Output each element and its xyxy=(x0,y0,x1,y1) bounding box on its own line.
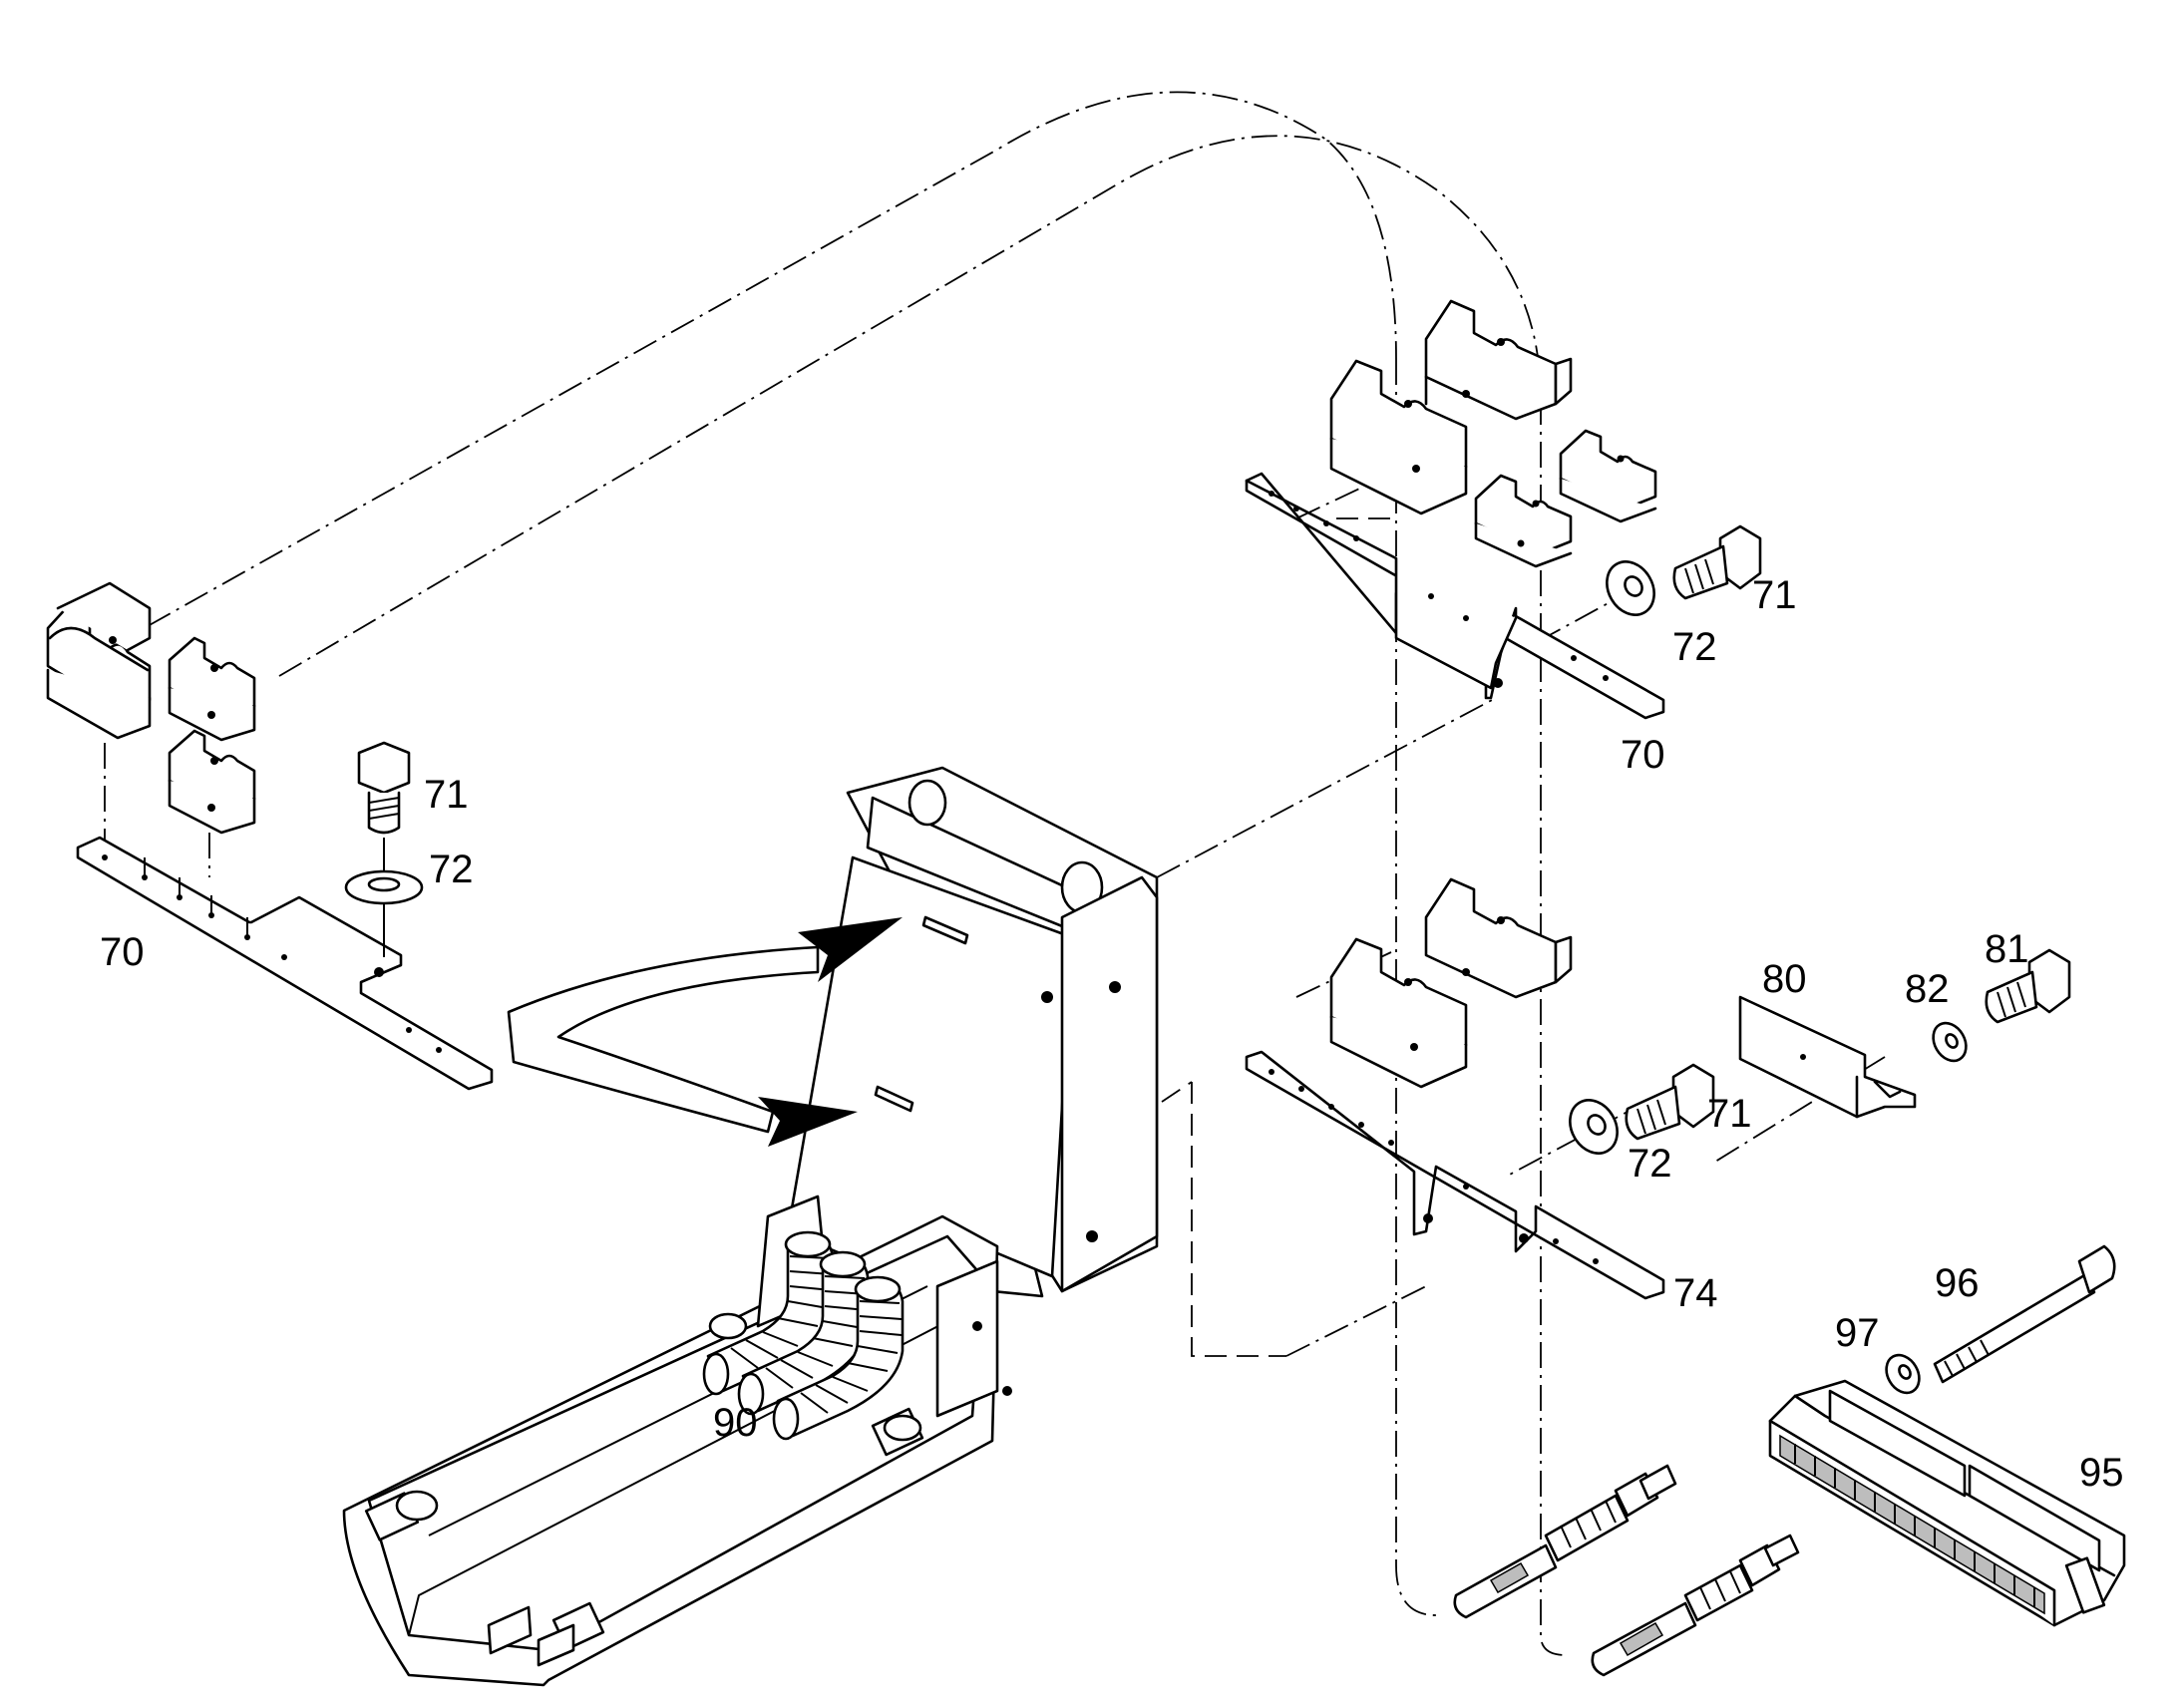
washer-72-mid xyxy=(1569,1099,1619,1155)
main-housing xyxy=(342,766,1159,1687)
clamp-top-4 xyxy=(1559,429,1657,523)
rail-74 xyxy=(1245,1050,1665,1300)
arrow-to-lower-slot-icon xyxy=(758,1097,858,1147)
callout-mid-81: 81 xyxy=(1985,927,2029,971)
washer-72-top xyxy=(1606,560,1655,616)
callout-mid-74: 74 xyxy=(1673,1271,1718,1315)
upper-right-clamp-group xyxy=(1245,299,1762,720)
hose-90-c xyxy=(772,1275,905,1441)
clamp-small-left-top xyxy=(168,636,256,742)
washer-97 xyxy=(1885,1353,1921,1395)
callout-leader-shape xyxy=(507,945,820,1134)
connector-pin-grid xyxy=(1779,1434,2045,1615)
callout-mid-82: 82 xyxy=(1905,967,1950,1011)
bolt-71-top xyxy=(1672,524,1762,600)
hoses-90 xyxy=(702,1230,905,1441)
bolt-71-left xyxy=(357,741,411,872)
clamp-top-1 xyxy=(1329,359,1468,515)
rail-70-top xyxy=(1245,472,1665,720)
callout-left-70: 70 xyxy=(100,930,145,974)
screw-96 xyxy=(1933,1244,2116,1384)
connector-95-group xyxy=(1768,1244,2126,1627)
washer-72-left xyxy=(344,869,424,957)
clamp-large-left xyxy=(46,581,152,740)
hose-fitting-upper xyxy=(1453,1464,1677,1619)
left-clamp-group xyxy=(46,581,494,1091)
callout-labels: 70 71 72 71 72 70 80 82 81 71 72 74 96 9… xyxy=(100,573,2124,1495)
clamp-top-3 xyxy=(1474,474,1573,568)
callout-low-95: 95 xyxy=(2079,1451,2124,1495)
arrow-to-upper-slot-icon xyxy=(798,917,903,982)
callout-low-96: 96 xyxy=(1935,1261,1980,1305)
callout-left-71: 71 xyxy=(424,773,469,817)
slot-lower xyxy=(874,1085,914,1113)
middle-right-clamp-group xyxy=(1245,877,2071,1300)
hose-fitting-lower xyxy=(1591,1534,1800,1677)
hose-90-b xyxy=(737,1250,870,1416)
callout-top-71: 71 xyxy=(1752,573,1797,617)
clamp-small-left-bottom xyxy=(168,729,256,835)
callout-mid-80: 80 xyxy=(1762,957,1807,1001)
bracket-80 xyxy=(1738,995,1917,1119)
clamp-mid-1 xyxy=(1329,937,1468,1089)
slot-pointer-arrows xyxy=(507,917,903,1147)
connector-95 xyxy=(1768,1379,2126,1627)
callout-top-72: 72 xyxy=(1672,625,1717,669)
clamp-top-2 xyxy=(1424,299,1573,421)
bolt-81 xyxy=(1985,948,2071,1024)
slot-upper xyxy=(921,915,969,945)
callout-top-70: 70 xyxy=(1621,733,1665,777)
hose-90-a xyxy=(702,1230,835,1396)
callout-mid-71: 71 xyxy=(1707,1092,1752,1136)
bolt-71-mid xyxy=(1625,1063,1715,1141)
callout-left-72: 72 xyxy=(429,848,474,891)
rail-70-left xyxy=(76,836,494,1091)
washer-82 xyxy=(1932,1021,1968,1063)
callout-base-90: 90 xyxy=(713,1401,758,1445)
callout-mid-72: 72 xyxy=(1628,1142,1672,1186)
clamp-mid-2 xyxy=(1424,877,1573,999)
callout-low-97: 97 xyxy=(1835,1311,1880,1355)
